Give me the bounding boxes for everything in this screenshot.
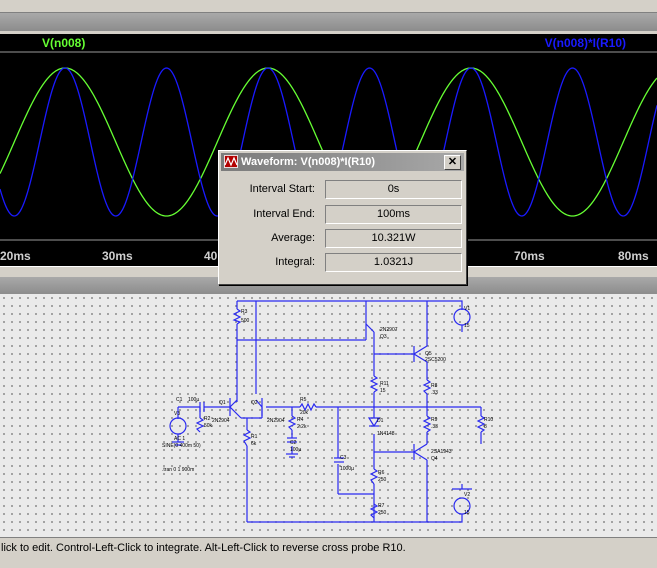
label-r3-value[interactable]: 500: [241, 318, 250, 324]
label-v1[interactable]: V1: [464, 306, 470, 312]
label-r4-value[interactable]: 2.2k: [297, 424, 307, 430]
label-r10-value[interactable]: 8: [484, 424, 487, 430]
waveform-integral-dialog[interactable]: Waveform: V(n008)*I(R10) ✕ Interval Star…: [218, 150, 467, 285]
integral-label: Integral:: [275, 256, 315, 268]
schematic-svg: R3 500 2N2907 Q3 Q5 2SC5200 V1 15 R11 15…: [162, 300, 493, 523]
label-c2-value[interactable]: 100µ: [290, 447, 301, 453]
x-tick-label: 30ms: [102, 249, 133, 263]
label-c2[interactable]: C2: [290, 440, 297, 446]
trace-label-voltage[interactable]: V(n008): [42, 36, 86, 50]
label-r6-value[interactable]: 250: [378, 477, 387, 483]
label-v1-value[interactable]: 15: [464, 323, 470, 329]
label-q4[interactable]: Q4: [431, 456, 438, 462]
label-ac[interactable]: AC 1: [174, 436, 185, 442]
label-q5-part[interactable]: 2SC5200: [425, 357, 446, 363]
component-labels: R3 500 2N2907 Q3 Q5 2SC5200 V1 15 R11 15…: [162, 306, 493, 516]
label-r5[interactable]: R5: [300, 397, 307, 403]
label-v2-value[interactable]: 15: [464, 510, 470, 516]
label-r2[interactable]: R2: [204, 416, 211, 422]
label-v3[interactable]: V3: [174, 411, 180, 417]
label-q5[interactable]: Q5: [425, 351, 432, 357]
interval-end-label: Interval End:: [253, 208, 315, 220]
close-button[interactable]: ✕: [444, 155, 461, 170]
x-tick-label: 70ms: [514, 249, 545, 263]
label-r7[interactable]: R7: [378, 503, 385, 509]
label-r4[interactable]: R4: [297, 417, 304, 423]
label-r9-value[interactable]: .33: [431, 424, 438, 430]
status-bar: lick to edit. Control-Left-Click to inte…: [0, 537, 657, 568]
average-field: 10.321W: [325, 229, 462, 248]
label-q4-part[interactable]: 2SA1943: [431, 449, 452, 455]
label-r3[interactable]: R3: [241, 309, 248, 315]
label-v2[interactable]: V2: [464, 492, 470, 498]
window-top-strip: [0, 0, 657, 13]
label-q1[interactable]: Q1: [219, 400, 226, 406]
label-q3[interactable]: Q3: [380, 334, 387, 340]
label-c1-value[interactable]: 100µ: [188, 397, 199, 403]
window-gap: [0, 31, 657, 34]
dialog-titlebar[interactable]: Waveform: V(n008)*I(R10) ✕: [221, 153, 464, 171]
label-d1[interactable]: D1: [377, 418, 384, 424]
label-r8[interactable]: R8: [431, 383, 438, 389]
interval-start-field: 0s: [325, 180, 462, 199]
label-c3[interactable]: C3: [340, 455, 347, 461]
schematic-window-titlebar[interactable]: [0, 277, 657, 294]
label-q3-part[interactable]: 2N2907: [380, 327, 398, 333]
label-r8-value[interactable]: .33: [431, 390, 438, 396]
x-tick-label: 20ms: [0, 249, 31, 263]
trace-label-power[interactable]: V(n008)*I(R10): [544, 36, 626, 50]
label-r11-value[interactable]: 15: [380, 388, 386, 394]
status-text: lick to edit. Control-Left-Click to inte…: [1, 542, 406, 554]
interval-end-field: 100ms: [325, 205, 462, 224]
waveform-window-titlebar[interactable]: [0, 13, 657, 31]
label-d1-part[interactable]: 1N4148: [377, 431, 395, 437]
label-ac-value[interactable]: SINE(0 400m 50): [162, 443, 201, 449]
x-tick-label: 80ms: [618, 249, 649, 263]
label-r6[interactable]: R6: [378, 470, 385, 476]
label-r11[interactable]: R11: [380, 381, 389, 387]
schematic-pane[interactable]: R3 500 2N2907 Q3 Q5 2SC5200 V1 15 R11 15…: [0, 294, 657, 537]
dialog-title: Waveform: V(n008)*I(R10): [241, 156, 376, 168]
label-r7-value[interactable]: 250: [378, 510, 387, 516]
label-q2[interactable]: Q2: [251, 400, 258, 406]
label-r9[interactable]: R9: [431, 417, 438, 423]
label-c1[interactable]: C1: [176, 397, 183, 403]
label-r1[interactable]: R1: [251, 434, 258, 440]
interval-start-label: Interval Start:: [249, 183, 315, 195]
label-r2-value[interactable]: 50k: [204, 423, 213, 429]
label-q2-part[interactable]: 2N2904: [267, 418, 285, 424]
integral-field: 1.0321J: [325, 253, 462, 272]
component-symbols: [169, 308, 486, 519]
label-r5-value[interactable]: 20k: [300, 410, 309, 416]
average-label: Average:: [271, 232, 315, 244]
waveform-icon: [224, 155, 238, 168]
label-r10[interactable]: R10: [484, 417, 493, 423]
wires: [177, 300, 482, 523]
label-tran-directive[interactable]: .tran 0 1 900m: [162, 467, 194, 473]
label-r1-value[interactable]: 6k: [251, 441, 257, 447]
label-c3-value[interactable]: 1000µ: [340, 466, 354, 472]
label-q1-part[interactable]: 2N2904: [212, 418, 230, 424]
